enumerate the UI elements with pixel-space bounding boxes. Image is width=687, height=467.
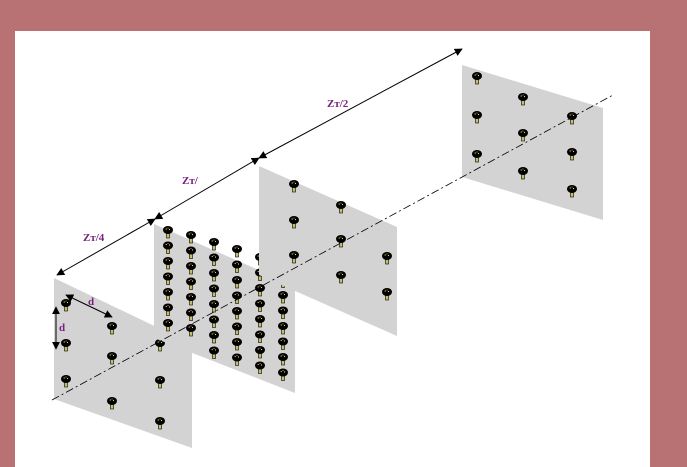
label-period-v: d bbox=[59, 322, 65, 334]
label-period-h: d bbox=[88, 296, 94, 308]
figure-frame: Zᴛ/4 Zᴛ/ Zᴛ/2 d d bbox=[15, 31, 650, 467]
plane-z0-surface bbox=[54, 278, 192, 448]
distance-arrow-half bbox=[258, 48, 463, 159]
plane-zt-quarter bbox=[154, 224, 295, 393]
label-dist-half: Zᴛ/2 bbox=[327, 98, 349, 110]
plane-zt-surface bbox=[462, 65, 603, 220]
label-dist-quarter: Zᴛ/4 bbox=[83, 232, 105, 244]
distance-arrow-quarter bbox=[56, 218, 156, 276]
talbot-effect-diagram: Zᴛ/4 Zᴛ/ Zᴛ/2 d d bbox=[51, 48, 614, 448]
plane-zt-half-surface bbox=[259, 166, 397, 336]
plane-zt-half bbox=[259, 166, 397, 336]
period-arrow-horizontal bbox=[65, 294, 113, 318]
optical-axis bbox=[51, 94, 614, 401]
distance-arrow-mid bbox=[154, 157, 260, 220]
plane-zt bbox=[462, 65, 603, 220]
plane-z0 bbox=[54, 278, 192, 448]
lattice-dot bbox=[208, 237, 220, 251]
label-dist-mid: Zᴛ/ bbox=[182, 175, 199, 187]
lattice-dot bbox=[231, 244, 243, 258]
